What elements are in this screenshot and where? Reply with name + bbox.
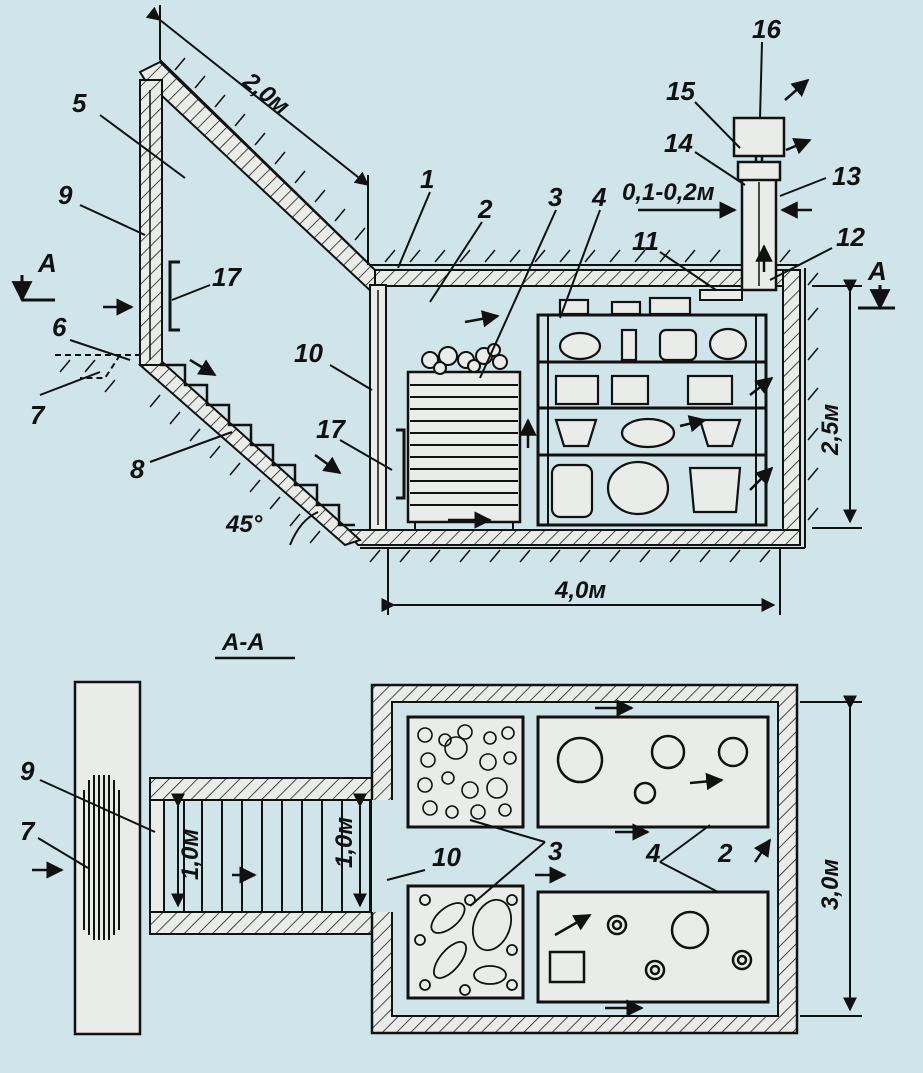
air-flow-arrows	[103, 78, 812, 529]
dim-entrance	[145, 5, 370, 265]
cellar-roof	[374, 269, 801, 287]
passage-dims	[171, 793, 367, 908]
plan-callout-4: 4	[645, 838, 661, 868]
passage-width-outer: 1,0м	[177, 829, 204, 880]
exhaust-pipe	[732, 116, 786, 292]
dim-entrance-label: 2,0м	[237, 67, 295, 121]
callout-16: 16	[752, 14, 781, 44]
section-title: А-А	[221, 629, 265, 656]
callout-12: 12	[836, 222, 865, 252]
door-handle-inner	[396, 428, 406, 500]
plan-shelf-bottom	[536, 890, 770, 1004]
callout-3: 3	[548, 182, 563, 212]
house-wall-lines	[83, 775, 120, 940]
dim-width-label: 3,0м	[817, 859, 844, 910]
threshold	[55, 354, 140, 379]
callout-15: 15	[666, 76, 695, 106]
dim-height	[812, 279, 862, 529]
callout-1: 1	[420, 164, 434, 194]
side-section: 2,0м 2,5м 4,0м 0,1-0,2м 45° А А	[11, 5, 895, 615]
passage-width-inner: 1,0м	[331, 817, 358, 868]
callout-10: 10	[294, 338, 323, 368]
callout-2: 2	[477, 194, 493, 224]
passage-wall-top	[149, 777, 386, 801]
supply-duct	[699, 289, 743, 301]
cellar-plan-doorway	[372, 800, 394, 912]
cut-mark-left-label: А	[37, 248, 57, 278]
dim-width	[800, 695, 862, 1017]
plan-air-arrows	[32, 699, 772, 1017]
dim-length	[381, 548, 781, 615]
cut-mark-right	[858, 285, 895, 311]
callout-8: 8	[130, 454, 145, 484]
plan-callout-2: 2	[717, 838, 733, 868]
stairs	[160, 363, 355, 527]
callout-17-outer: 17	[212, 262, 242, 292]
callout-4: 4	[591, 182, 607, 212]
callout-11: 11	[632, 226, 659, 256]
dim-vent-gap-label: 0,1-0,2м	[622, 179, 715, 206]
door-handle-outer	[168, 260, 180, 332]
entrance-wall	[139, 79, 163, 366]
callout-leaders	[39, 41, 833, 471]
callout-5: 5	[72, 88, 87, 118]
plan-callout-7: 7	[20, 816, 36, 846]
plan-shelf-top	[536, 715, 770, 829]
plan-callout-9: 9	[20, 756, 35, 786]
callout-7: 7	[30, 400, 46, 430]
stored-jars	[550, 296, 748, 519]
callout-13: 13	[832, 161, 861, 191]
house-wall	[73, 680, 142, 1036]
cellar-floor	[342, 529, 801, 546]
callout-9: 9	[58, 180, 73, 210]
angle-label: 45°	[225, 511, 263, 538]
sand-bin	[406, 343, 522, 530]
passage-wall-bottom	[149, 911, 386, 935]
cellar-wall-right	[782, 269, 801, 546]
passage-door-outer	[149, 799, 165, 913]
angle-arc	[289, 511, 319, 546]
plan-callout-3: 3	[548, 836, 563, 866]
dim-length-label: 4,0м	[554, 577, 606, 604]
plan-bin-top	[406, 715, 525, 829]
passage-steps	[183, 800, 343, 912]
plan-callout-leaders	[37, 779, 719, 907]
plan-bin-bottom	[406, 884, 525, 1000]
plan-callout-10: 10	[432, 842, 461, 872]
callout-6: 6	[52, 312, 67, 342]
dim-height-label: 2,5м	[817, 404, 844, 456]
callout-17-inner: 17	[316, 414, 346, 444]
cut-mark-left	[11, 275, 55, 303]
callout-14: 14	[664, 128, 693, 158]
cut-mark-right-label: А	[867, 256, 887, 286]
plan-section: А-А 1,0м 1,0м	[20, 629, 862, 1036]
